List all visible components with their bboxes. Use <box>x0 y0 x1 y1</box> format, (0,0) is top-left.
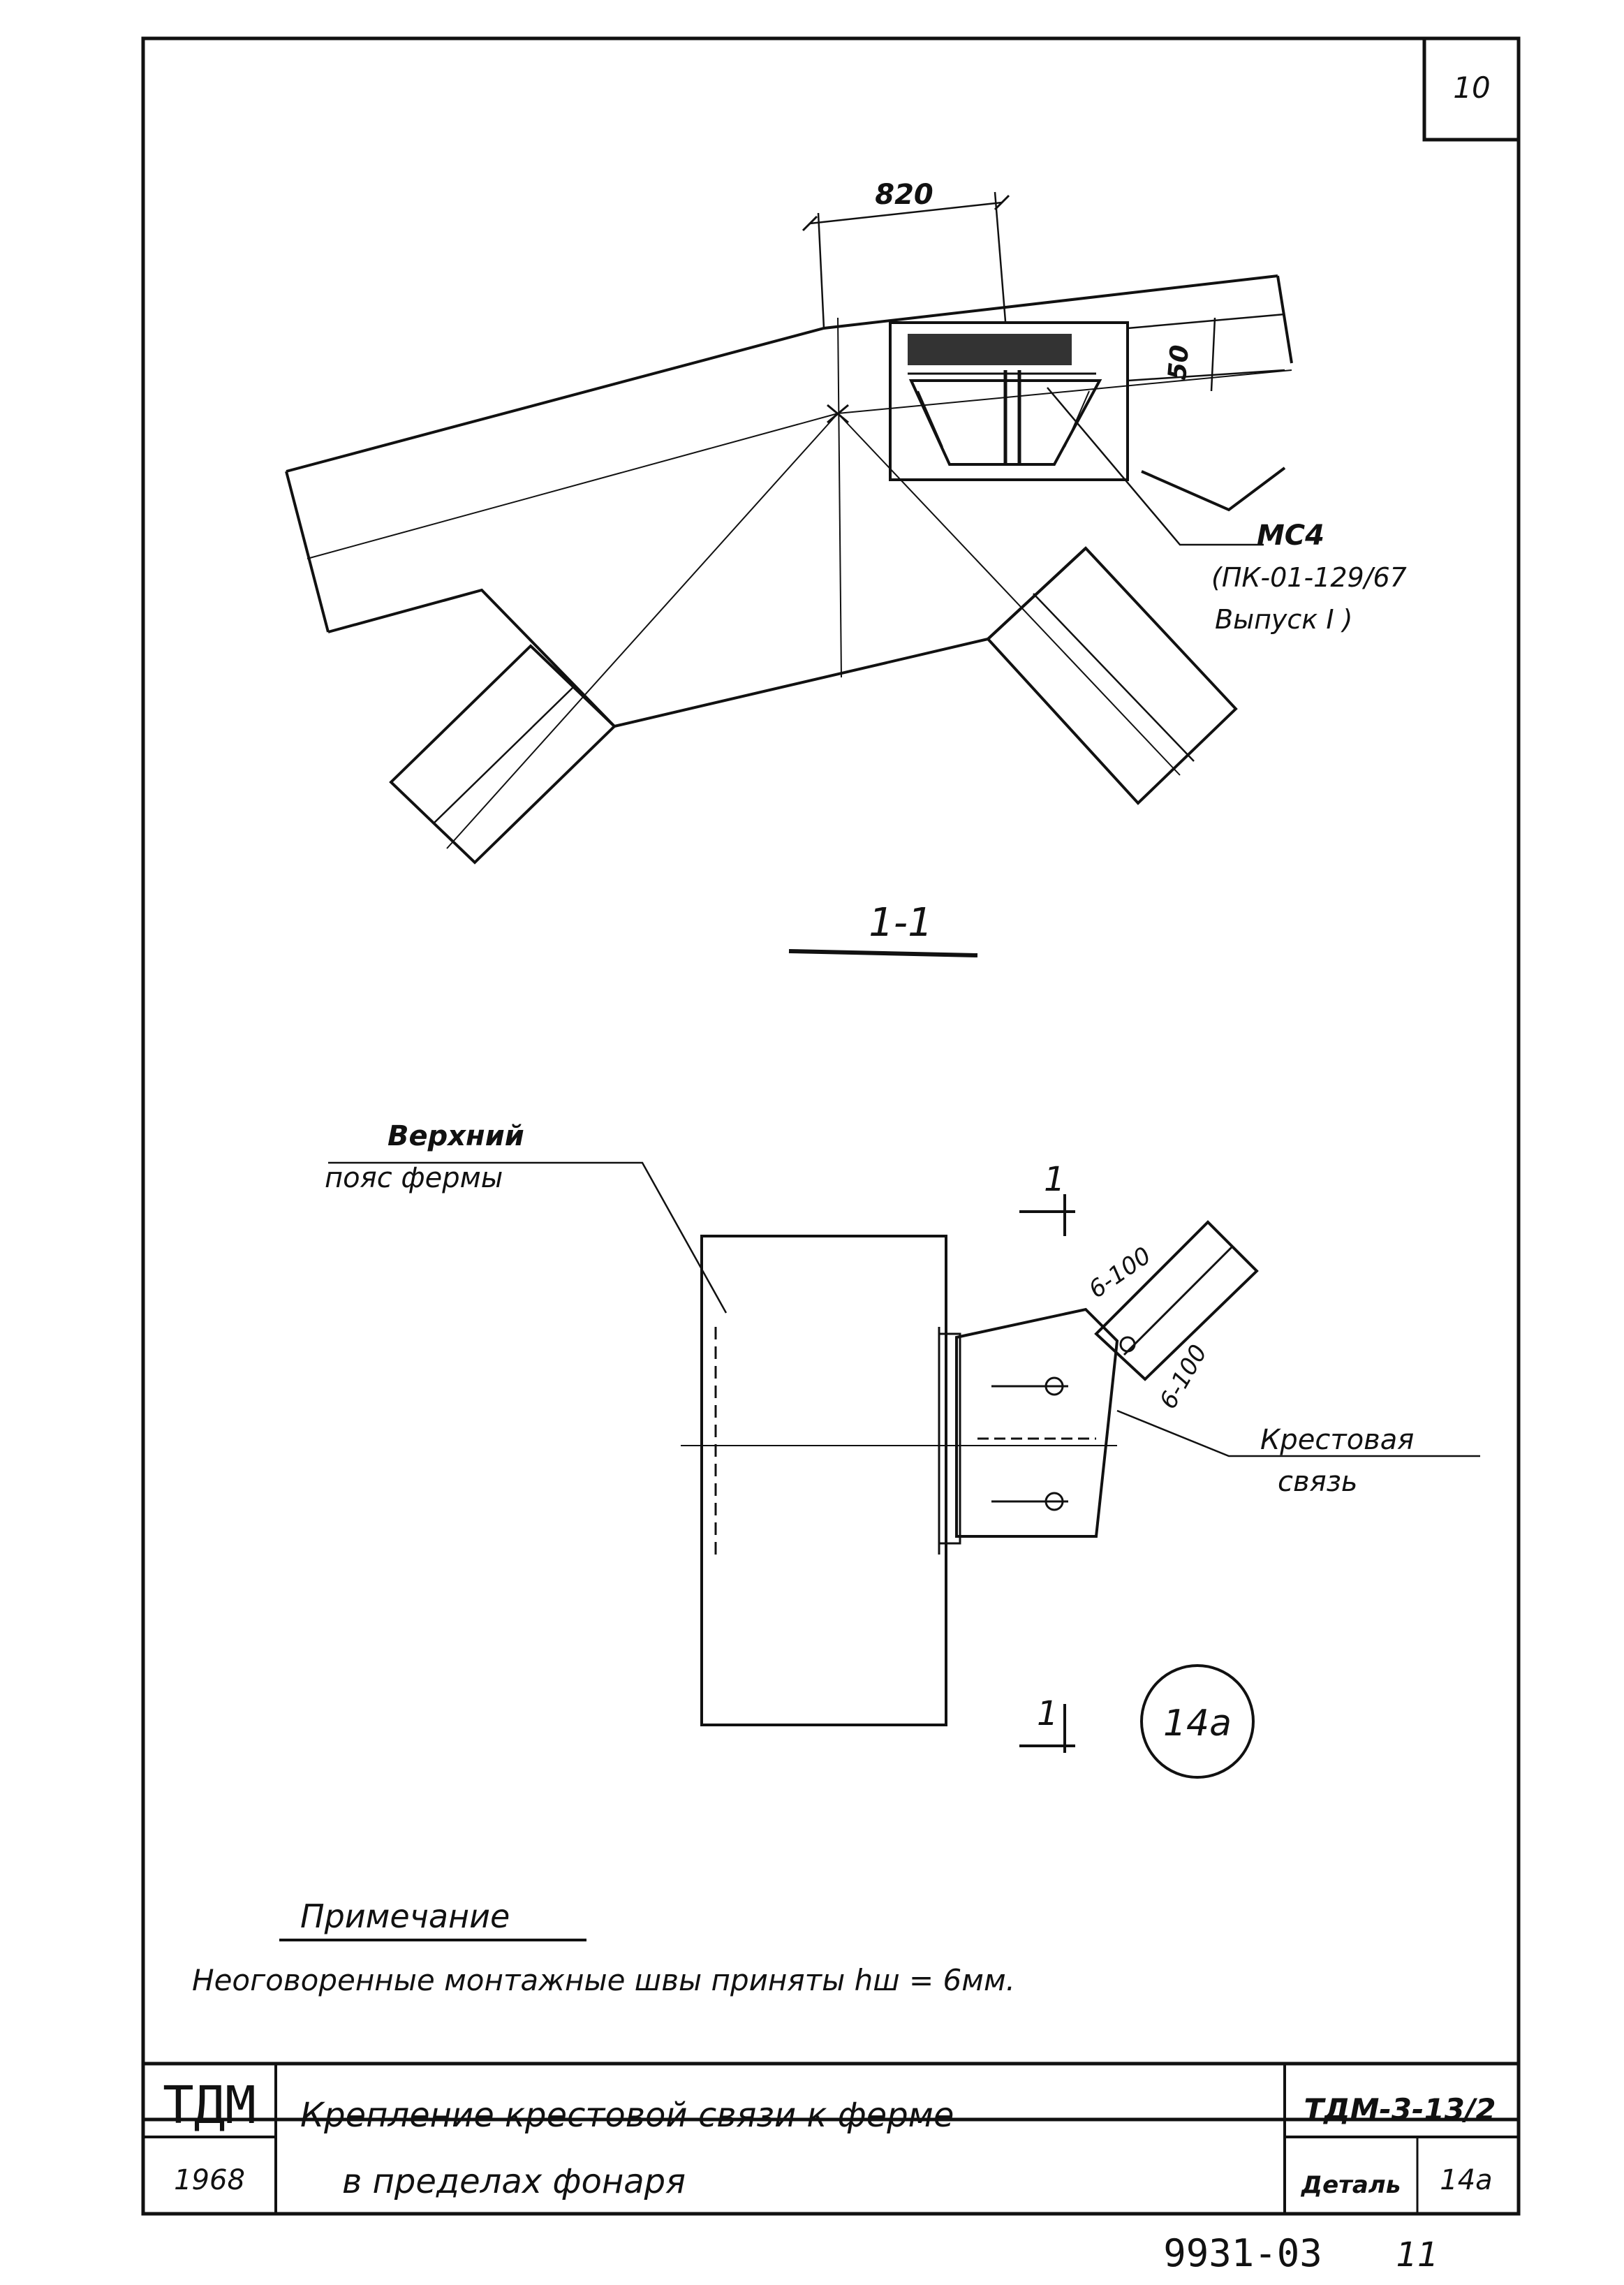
left-diagonal-member <box>389 644 617 865</box>
note-text: Неоговоренные монтажные швы приняты hш =… <box>192 1963 1015 1997</box>
detail-bubble <box>1140 1664 1255 1779</box>
right-diagonal-member <box>986 546 1238 805</box>
top-chord-plan <box>700 1235 947 1726</box>
weld-note-upper: 6-100 <box>1084 1242 1156 1304</box>
sheet-number-box: 10 <box>1422 36 1521 142</box>
chord-end-left <box>285 471 330 633</box>
brace-label-line1: Крестовая <box>1260 1424 1414 1456</box>
part-ref-line1: (ПК-01-129/67 <box>1211 562 1407 593</box>
org-label: ТДМ <box>163 2075 256 2136</box>
cross-brace-member <box>1094 1220 1259 1381</box>
cut-mark-bottom: 1 <box>1037 1694 1058 1733</box>
chord-end-right <box>1276 275 1293 364</box>
dimension-820: 820 <box>802 179 1010 329</box>
dimension-50: 50 <box>1127 313 1285 392</box>
gusset-right-edge <box>1141 466 1286 512</box>
detail-label: Деталь <box>1301 2171 1401 2199</box>
dimension-50-label: 50 <box>1163 344 1195 381</box>
gusset-plate <box>955 1307 1119 1538</box>
drawing-title-line1: Крепление крестовой связи к ферме <box>300 2096 954 2135</box>
detail-value: 14а <box>1440 2164 1492 2196</box>
chord-lower-left <box>327 588 616 728</box>
drawing-title-line2: в пределах фонаря <box>342 2162 686 2201</box>
vertical-centerline <box>837 317 842 678</box>
title-block: ТДМ 1968 Крепление крестовой связи к фер… <box>141 2062 1521 2216</box>
diagonal-centerline-right <box>837 413 1181 776</box>
weld-note-lower: 6-100 <box>1154 1340 1213 1414</box>
year-label: 1968 <box>174 2164 245 2196</box>
sheet-frame <box>141 36 1521 2122</box>
plan-view: Верхний пояс фермы 1 1 <box>325 1120 1480 1779</box>
note-block: Примечание Неоговоренные монтажные швы п… <box>192 1897 1015 1997</box>
connection-block <box>889 321 1129 481</box>
dimension-820-label: 820 <box>875 179 933 211</box>
sheet-number: 10 <box>1453 71 1490 105</box>
brace-label-leader <box>1116 1409 1480 1457</box>
detail-bubble-label: 14а <box>1163 1703 1232 1744</box>
note-heading: Примечание <box>300 1897 510 1935</box>
gusset-lower-edge <box>614 547 1087 728</box>
part-label-mc4: МС4 <box>1257 520 1324 552</box>
cut-mark-top: 1 <box>1044 1160 1065 1199</box>
chord-centerline <box>307 413 839 559</box>
brace-label-line2: связь <box>1278 1466 1357 1498</box>
bolt-row-lower <box>991 1492 1068 1511</box>
bolt-row-upper <box>991 1376 1068 1396</box>
leader-mc4 <box>1047 387 1264 546</box>
section-title-underline <box>788 949 978 957</box>
drawing-code: ТДМ-3-13/2 <box>1304 2092 1496 2126</box>
section-view: 820 50 МС4 (ПК-01-129/67 Выпуск I ) 1-1 <box>285 179 1407 957</box>
section-title: 1-1 <box>869 900 932 946</box>
diagonal-centerline-left <box>446 413 839 849</box>
archive-number: 9931-03 <box>1163 2231 1322 2275</box>
page-number: 11 <box>1396 2235 1438 2275</box>
chord-label-leader <box>328 1161 728 1314</box>
node-point <box>827 404 849 424</box>
chord-label-line2: пояс фермы <box>325 1162 503 1194</box>
part-ref-line2: Выпуск I ) <box>1215 604 1352 635</box>
chord-label-line1: Верхний <box>387 1120 524 1152</box>
